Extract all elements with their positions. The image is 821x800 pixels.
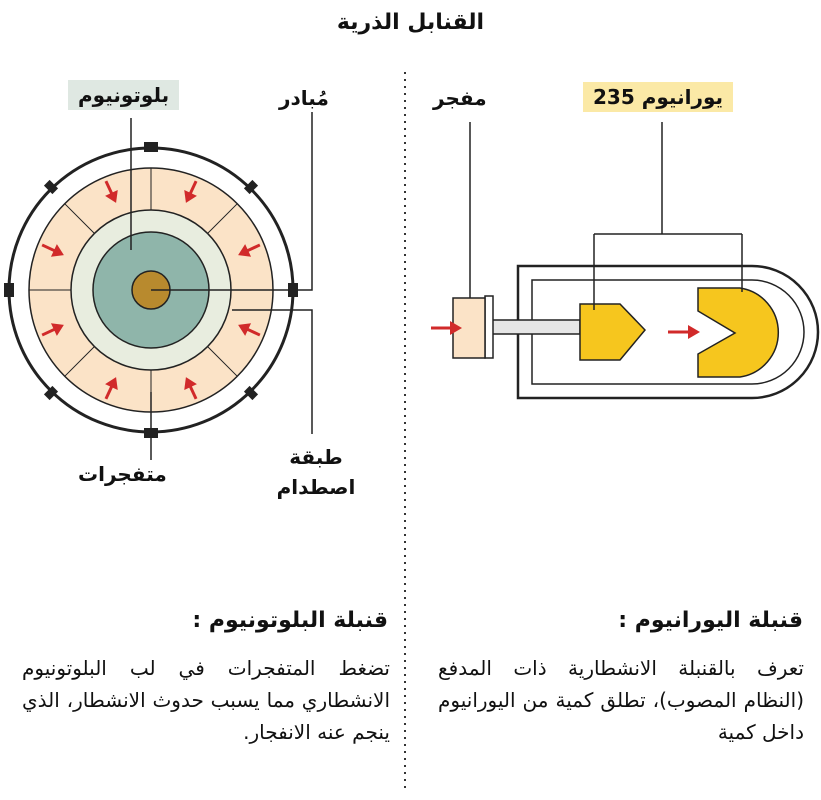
uranium-leader-lines <box>469 122 743 310</box>
uranium-bomb-diagram <box>431 122 820 400</box>
page-title: القنابل الذرية <box>336 10 485 35</box>
projectile-arrow <box>668 325 700 339</box>
uranium-projectile <box>579 303 647 361</box>
plutonium-bomb-heading: قنبلة البلوتونيوم : <box>192 608 388 633</box>
uranium-target <box>697 287 779 378</box>
detonator-arrow <box>431 321 462 335</box>
implosion-arrows <box>41 180 261 400</box>
plutonium-bomb-diagram <box>4 112 313 460</box>
uranium-bomb-heading: قنبلة اليورانيوم : <box>618 608 803 633</box>
plutonium-label: بلوتونيوم <box>68 80 180 110</box>
barrel-collar <box>484 295 494 359</box>
detonator-label: مفجر <box>433 86 487 110</box>
uranium-235-label: يورانيوم 235 <box>583 82 734 112</box>
tamper-label: طبقة اصطدام <box>276 445 356 499</box>
uranium-bomb-description: تعرف بالقنبلة الانشطارية ذات المدفع (الن… <box>438 656 804 744</box>
plutonium-bomb-description: تضغط المتفجرات في لب البلوتونيوم الانشطا… <box>22 656 390 744</box>
explosives-label: متفجرات <box>78 462 167 486</box>
gun-barrel <box>486 319 581 335</box>
initiator-label: مُبادر <box>279 86 329 110</box>
plutonium-leader-lines <box>130 112 313 460</box>
bomb-casing-inner <box>531 279 805 385</box>
